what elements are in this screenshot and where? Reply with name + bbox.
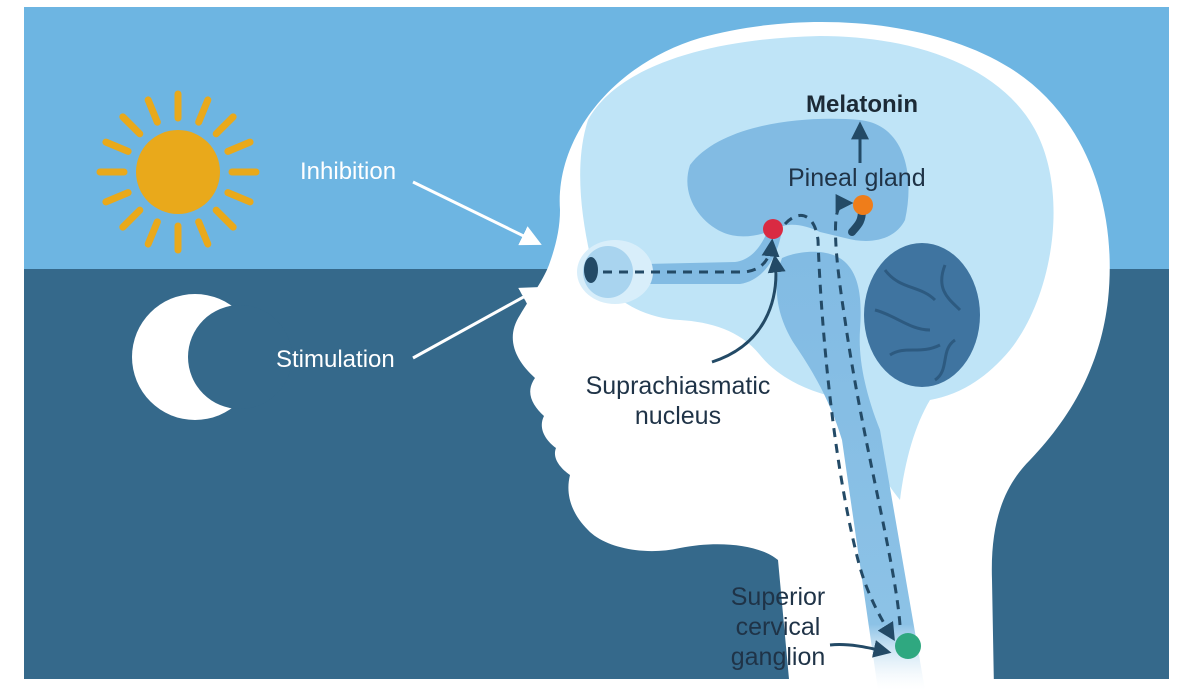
sun-ray [102, 138, 132, 155]
inhibition-label: Inhibition [300, 158, 397, 185]
retina-to-scn-path [603, 238, 780, 274]
suprachiasmatic-nucleus-dot [763, 219, 783, 239]
pineal-gland-dot [853, 195, 873, 215]
sun-ray [119, 113, 144, 138]
ganglion-label-arrow [829, 640, 892, 658]
sun-ray [102, 189, 132, 206]
scn-label-line-1: Suprachiasmatic [585, 372, 771, 400]
suprachiasmatic-nucleus-label: Suprachiasmatic nucleus [578, 371, 778, 431]
superior-cervical-ganglion-dot [895, 633, 921, 659]
scg-label-line-3: ganglion [730, 643, 826, 671]
sun-ray [195, 218, 212, 248]
inhibition-arrow [412, 180, 542, 246]
sun-ray [119, 206, 144, 231]
sun-icon [96, 90, 260, 254]
scg-label-line-2: cervical [735, 613, 821, 641]
stimulation-arrow [412, 286, 542, 360]
cerebellum [864, 243, 980, 387]
stimulation-label: Stimulation [276, 346, 395, 373]
scn-label-arrow [711, 254, 786, 364]
melatonin-label: Melatonin [806, 91, 918, 118]
ganglion-to-pineal-path [833, 194, 902, 626]
crescent-moon-icon [132, 294, 292, 420]
sun-ray [224, 189, 254, 206]
pineal-gland-label: Pineal gland [788, 164, 926, 192]
scn-to-ganglion-path [783, 213, 895, 642]
sun-ray [144, 218, 161, 248]
brainstem-spinal-cord [776, 251, 925, 690]
neural-pathways [603, 121, 902, 658]
sun-ray [144, 96, 161, 126]
scn-label-line-2: nucleus [634, 402, 722, 430]
sun-ray [195, 96, 212, 126]
superior-cervical-ganglion-label: Superior cervical ganglion [722, 582, 834, 672]
sun-ray [212, 113, 237, 138]
sun-ray [224, 138, 254, 155]
scg-label-line-1: Superior [730, 583, 826, 611]
sun-ray [212, 206, 237, 231]
sun-disc [136, 130, 220, 214]
